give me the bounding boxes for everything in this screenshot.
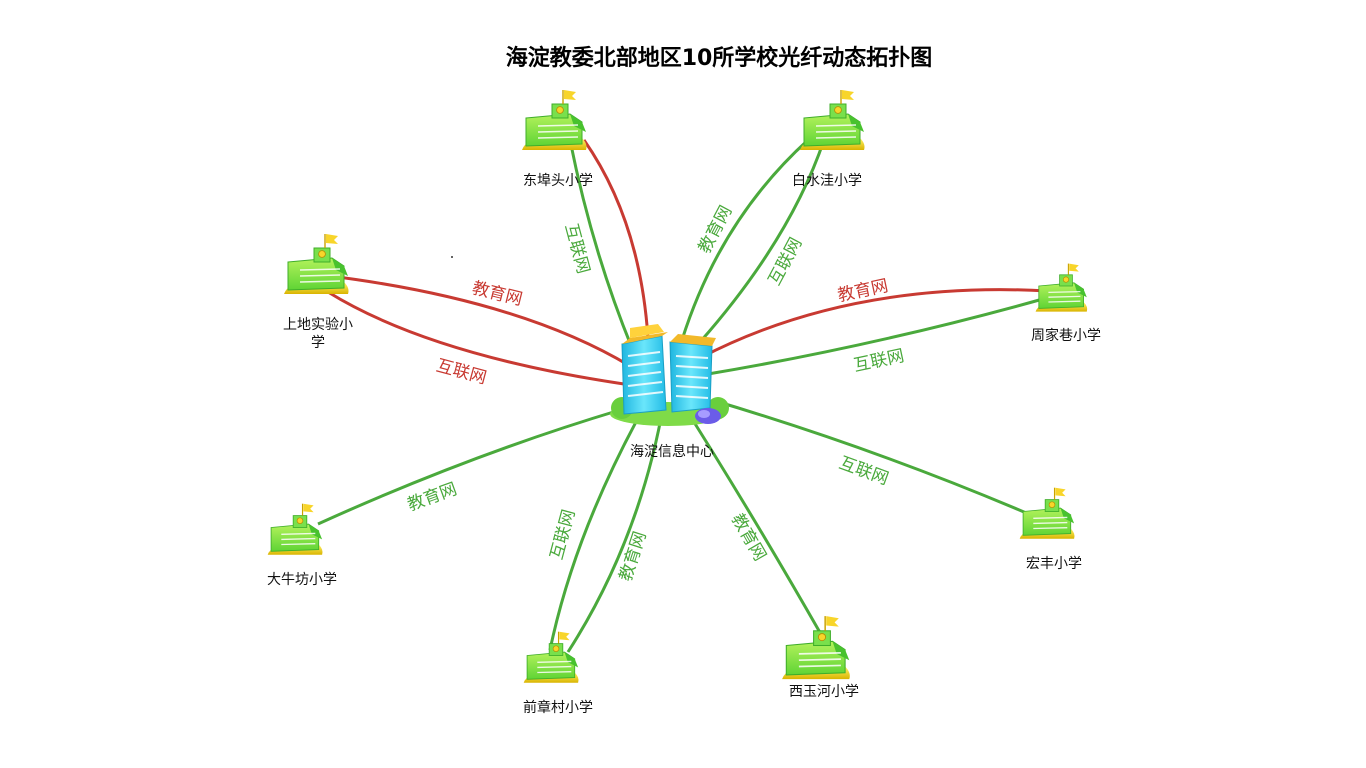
link-path (329, 274, 631, 368)
stray-dot (451, 256, 453, 258)
school-icon (1035, 263, 1088, 312)
school-label: 西玉河小学 (789, 684, 859, 700)
school-label: 前章村小学 (523, 699, 593, 716)
hub-node[interactable]: 海淀信息中心 (610, 324, 729, 460)
link[interactable]: 教育网 (317, 408, 621, 526)
link-label: 互联网 (852, 346, 906, 376)
link[interactable]: 教育网 (699, 276, 1049, 360)
link-path (699, 288, 1049, 360)
link[interactable]: 互联网 (707, 295, 1051, 376)
diagram-title: 海淀教委北部地区10所学校光纤动态拓扑图 (506, 45, 933, 71)
school-icon (800, 90, 865, 150)
schools-layer: 东埠头小学 白水洼小学 上地实验小学 周家巷小学 大牛坊小学 宏丰小学 (267, 90, 1101, 716)
link[interactable]: 教育网 (329, 274, 631, 368)
link-path (711, 398, 1039, 520)
link[interactable]: 互联网 (561, 139, 634, 349)
link-path (566, 401, 666, 653)
school-node-dongbutou[interactable]: 东埠头小学 (522, 90, 593, 189)
school-label: 东埠头小学 (523, 172, 593, 189)
school-icon (523, 631, 579, 683)
school-node-qianzhangcun[interactable]: 前章村小学 (523, 631, 593, 716)
link[interactable]: 教育网 (678, 399, 824, 637)
link-label: 互联网 (434, 356, 488, 389)
link-path (548, 399, 650, 651)
school-label: 宏丰小学 (1026, 556, 1082, 572)
link-path (317, 408, 621, 526)
link-label: 互联网 (836, 453, 891, 489)
school-node-shangdi[interactable]: 上地实验小学 (283, 234, 353, 351)
link-path (698, 139, 826, 343)
data-center-building-icon (610, 324, 729, 426)
link-label: 互联网 (547, 507, 580, 561)
link-path (707, 295, 1051, 376)
link[interactable]: 互联网 (547, 399, 650, 651)
school-icon (267, 503, 323, 555)
school-icon (1019, 487, 1075, 539)
link-path (327, 290, 625, 386)
school-label: 白水洼小学 (792, 173, 862, 189)
link-path (582, 139, 650, 339)
link[interactable] (582, 139, 650, 339)
hub-label: 海淀信息中心 (630, 443, 714, 460)
school-icon (522, 90, 587, 150)
school-icon (782, 616, 850, 680)
link[interactable]: 互联网 (711, 398, 1039, 520)
school-label-line1: 上地实验小学 (283, 317, 353, 351)
school-icon (284, 234, 349, 294)
school-node-hongfeng[interactable]: 宏丰小学 (1019, 487, 1082, 572)
school-node-daniufang[interactable]: 大牛坊小学 (267, 503, 337, 588)
school-node-zhoujiaxiang[interactable]: 周家巷小学 (1031, 263, 1101, 344)
link-path (568, 139, 634, 349)
school-node-baishuiwa[interactable]: 白水洼小学 (792, 90, 865, 189)
link-label: 教育网 (616, 529, 651, 584)
link-path (678, 399, 824, 637)
link-label: 互联网 (765, 234, 807, 288)
link-path (680, 138, 810, 341)
school-node-xiyuhe[interactable]: 西玉河小学 (782, 616, 859, 700)
school-label: 周家巷小学 (1031, 327, 1101, 344)
link-label: 教育网 (695, 202, 737, 256)
school-label: 大牛坊小学 (267, 572, 337, 588)
link-label: 互联网 (561, 221, 594, 275)
link[interactable]: 教育网 (566, 401, 666, 653)
